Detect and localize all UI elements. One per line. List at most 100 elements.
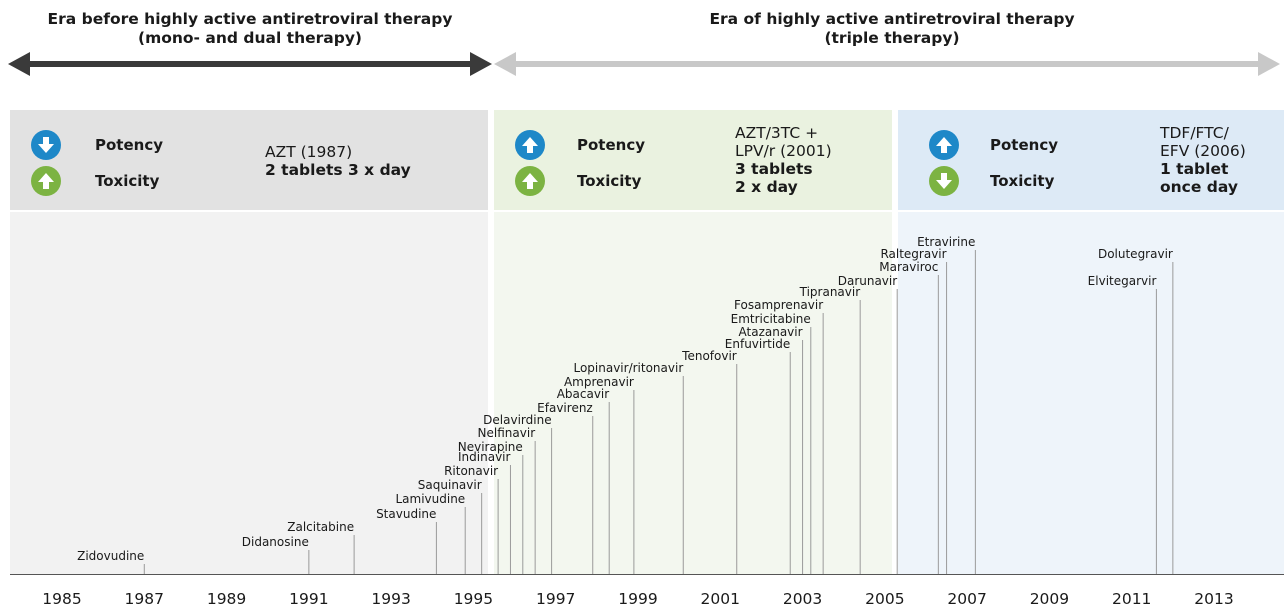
toxicity-label: Toxicity xyxy=(577,172,642,190)
potency-up-arrow-icon xyxy=(515,130,545,160)
drug-label: Emtricitabine xyxy=(731,312,811,326)
drug-label: Enfuvirtide xyxy=(725,337,790,351)
drug-label: Efavirenz xyxy=(537,401,593,415)
drug-marker: Fosamprenavir xyxy=(734,298,824,574)
era-haart-arrow xyxy=(494,52,1280,76)
drug-marker: Raltegravir xyxy=(880,247,948,574)
drug-marker: Enfuvirtide xyxy=(725,337,791,574)
potency-label: Potency xyxy=(577,136,645,154)
drug-marker: Indinavir xyxy=(458,450,511,574)
drug-marker: Emtricitabine xyxy=(731,312,812,574)
drug-label: Maraviroc xyxy=(879,260,938,274)
potency-label: Potency xyxy=(990,136,1058,154)
era-before-haart-title-line1: Era before highly active antiretroviral … xyxy=(47,10,453,28)
timeline-band-modern-haart xyxy=(898,212,1284,575)
drug-marker: Efavirenz xyxy=(537,401,594,574)
drug-marker: Maraviroc xyxy=(879,260,939,574)
year-label: 1993 xyxy=(371,590,411,608)
toxicity-up-arrow-icon xyxy=(515,166,545,196)
year-label: 1995 xyxy=(453,590,494,608)
year-label: 2003 xyxy=(782,590,823,608)
drug-marker: Delavirdine xyxy=(483,413,553,574)
era-arrows xyxy=(8,52,1280,76)
drug-label: Didanosine xyxy=(242,535,309,549)
regimen-azt-3tc-lpv-line2: LPV/r (2001) xyxy=(735,142,832,160)
drug-marker: Atazanavir xyxy=(739,325,804,574)
toxicity-label: Toxicity xyxy=(95,172,160,190)
year-label: 1987 xyxy=(124,590,165,608)
year-label: 2005 xyxy=(865,590,905,608)
drug-marker: Nelfinavir xyxy=(478,426,536,574)
drug-label: Ritonavir xyxy=(444,464,498,478)
drug-marker: Dolutegravir xyxy=(1098,247,1174,574)
drug-marker: Elvitegarvir xyxy=(1088,274,1157,574)
year-label: 2001 xyxy=(700,590,741,608)
drug-marker: Tenofovir xyxy=(681,349,738,574)
regimen-azt-dosing: 2 tablets 3 x day xyxy=(265,161,411,179)
year-label: 1985 xyxy=(42,590,82,608)
year-label: 2011 xyxy=(1111,590,1152,608)
panel-early-triple-therapy xyxy=(494,110,892,210)
era-before-haart-title: Era before highly active antiretroviral … xyxy=(10,10,490,48)
era-before-haart-title-line2: (mono- and dual therapy) xyxy=(137,29,363,47)
drug-marker: Lopinavir/ritonavir xyxy=(573,361,684,574)
year-label: 2009 xyxy=(1029,590,1070,608)
timeline-band-early-haart xyxy=(494,212,892,575)
drug-label: Nelfinavir xyxy=(478,426,536,440)
toxicity-up-arrow-icon xyxy=(31,166,61,196)
regimen-tdf-ftc-efv-frequency: once day xyxy=(1160,178,1238,196)
year-label: 1999 xyxy=(618,590,658,608)
regimen-tdf-ftc-efv-line2: EFV (2006) xyxy=(1160,142,1246,160)
drug-label: Lamivudine xyxy=(395,492,465,506)
drug-label: Lopinavir/ritonavir xyxy=(573,361,683,375)
regimen-tdf-ftc-efv-line1: TDF/FTC/ xyxy=(1160,124,1229,142)
drug-marker: Ritonavir xyxy=(444,464,499,574)
drug-label: Amprenavir xyxy=(564,375,634,389)
year-label: 1989 xyxy=(206,590,247,608)
drug-marker: Didanosine xyxy=(242,535,310,574)
drug-marker: Zidovudine xyxy=(77,549,145,574)
drug-label: Atazanavir xyxy=(739,325,803,339)
toxicity-down-arrow-icon xyxy=(929,166,959,196)
drug-label: Etravirine xyxy=(917,235,975,249)
drug-marker: Etravirine xyxy=(917,235,976,574)
drug-label: Stavudine xyxy=(376,507,436,521)
drug-label: Zidovudine xyxy=(77,549,144,563)
drug-label: Abacavir xyxy=(557,387,610,401)
drug-label: Zalcitabine xyxy=(287,520,354,534)
drug-marker: Tipranavir xyxy=(799,285,861,574)
drug-label: Tenofovir xyxy=(681,349,737,363)
drug-label: Saquinavir xyxy=(418,478,482,492)
potency-up-arrow-icon xyxy=(929,130,959,160)
timeline-band-pre-haart xyxy=(10,212,488,575)
regimen-azt-3tc-lpv-line1: AZT/3TC + xyxy=(735,124,819,142)
drug-marker: Saquinavir xyxy=(418,478,483,574)
drug-label: Elvitegarvir xyxy=(1088,274,1157,288)
regimen-azt-3tc-lpv-tablets: 3 tablets xyxy=(735,160,813,178)
drug-marker: Zalcitabine xyxy=(287,520,355,574)
regimen-azt: AZT (1987) 2 tablets 3 x day xyxy=(265,143,411,179)
drug-label: Raltegravir xyxy=(880,247,946,261)
drug-marker: Darunavir xyxy=(838,274,898,574)
timeline-axis xyxy=(10,574,1284,575)
year-label: 1997 xyxy=(535,590,576,608)
drug-label: Indinavir xyxy=(458,450,510,464)
era-haart-title-line1: Era of highly active antiretroviral ther… xyxy=(709,10,1075,28)
year-label: 1991 xyxy=(289,590,329,608)
toxicity-label: Toxicity xyxy=(990,172,1055,190)
drug-label: Dolutegravir xyxy=(1098,247,1173,261)
regimen-azt-3tc-lpv-frequency: 2 x day xyxy=(735,178,798,196)
drug-label: Tipranavir xyxy=(799,285,861,299)
year-label: 2013 xyxy=(1194,590,1234,608)
panel-mono-dual-therapy xyxy=(10,110,488,210)
regimen-azt-name: AZT (1987) xyxy=(265,143,353,161)
drug-label: Delavirdine xyxy=(483,413,551,427)
era-haart-title-line2: (triple therapy) xyxy=(824,29,960,47)
regimen-tdf-ftc-efv: TDF/FTC/ EFV (2006) 1 tablet once day xyxy=(1160,124,1246,196)
panel-modern-triple-therapy xyxy=(898,110,1284,210)
drug-label: Darunavir xyxy=(838,274,898,288)
drug-marker: Nevirapine xyxy=(458,440,524,574)
regimen-azt-3tc-lpv: AZT/3TC + LPV/r (2001) 3 tablets 2 x day xyxy=(735,124,832,196)
era-haart-title: Era of highly active antiretroviral ther… xyxy=(500,10,1284,48)
